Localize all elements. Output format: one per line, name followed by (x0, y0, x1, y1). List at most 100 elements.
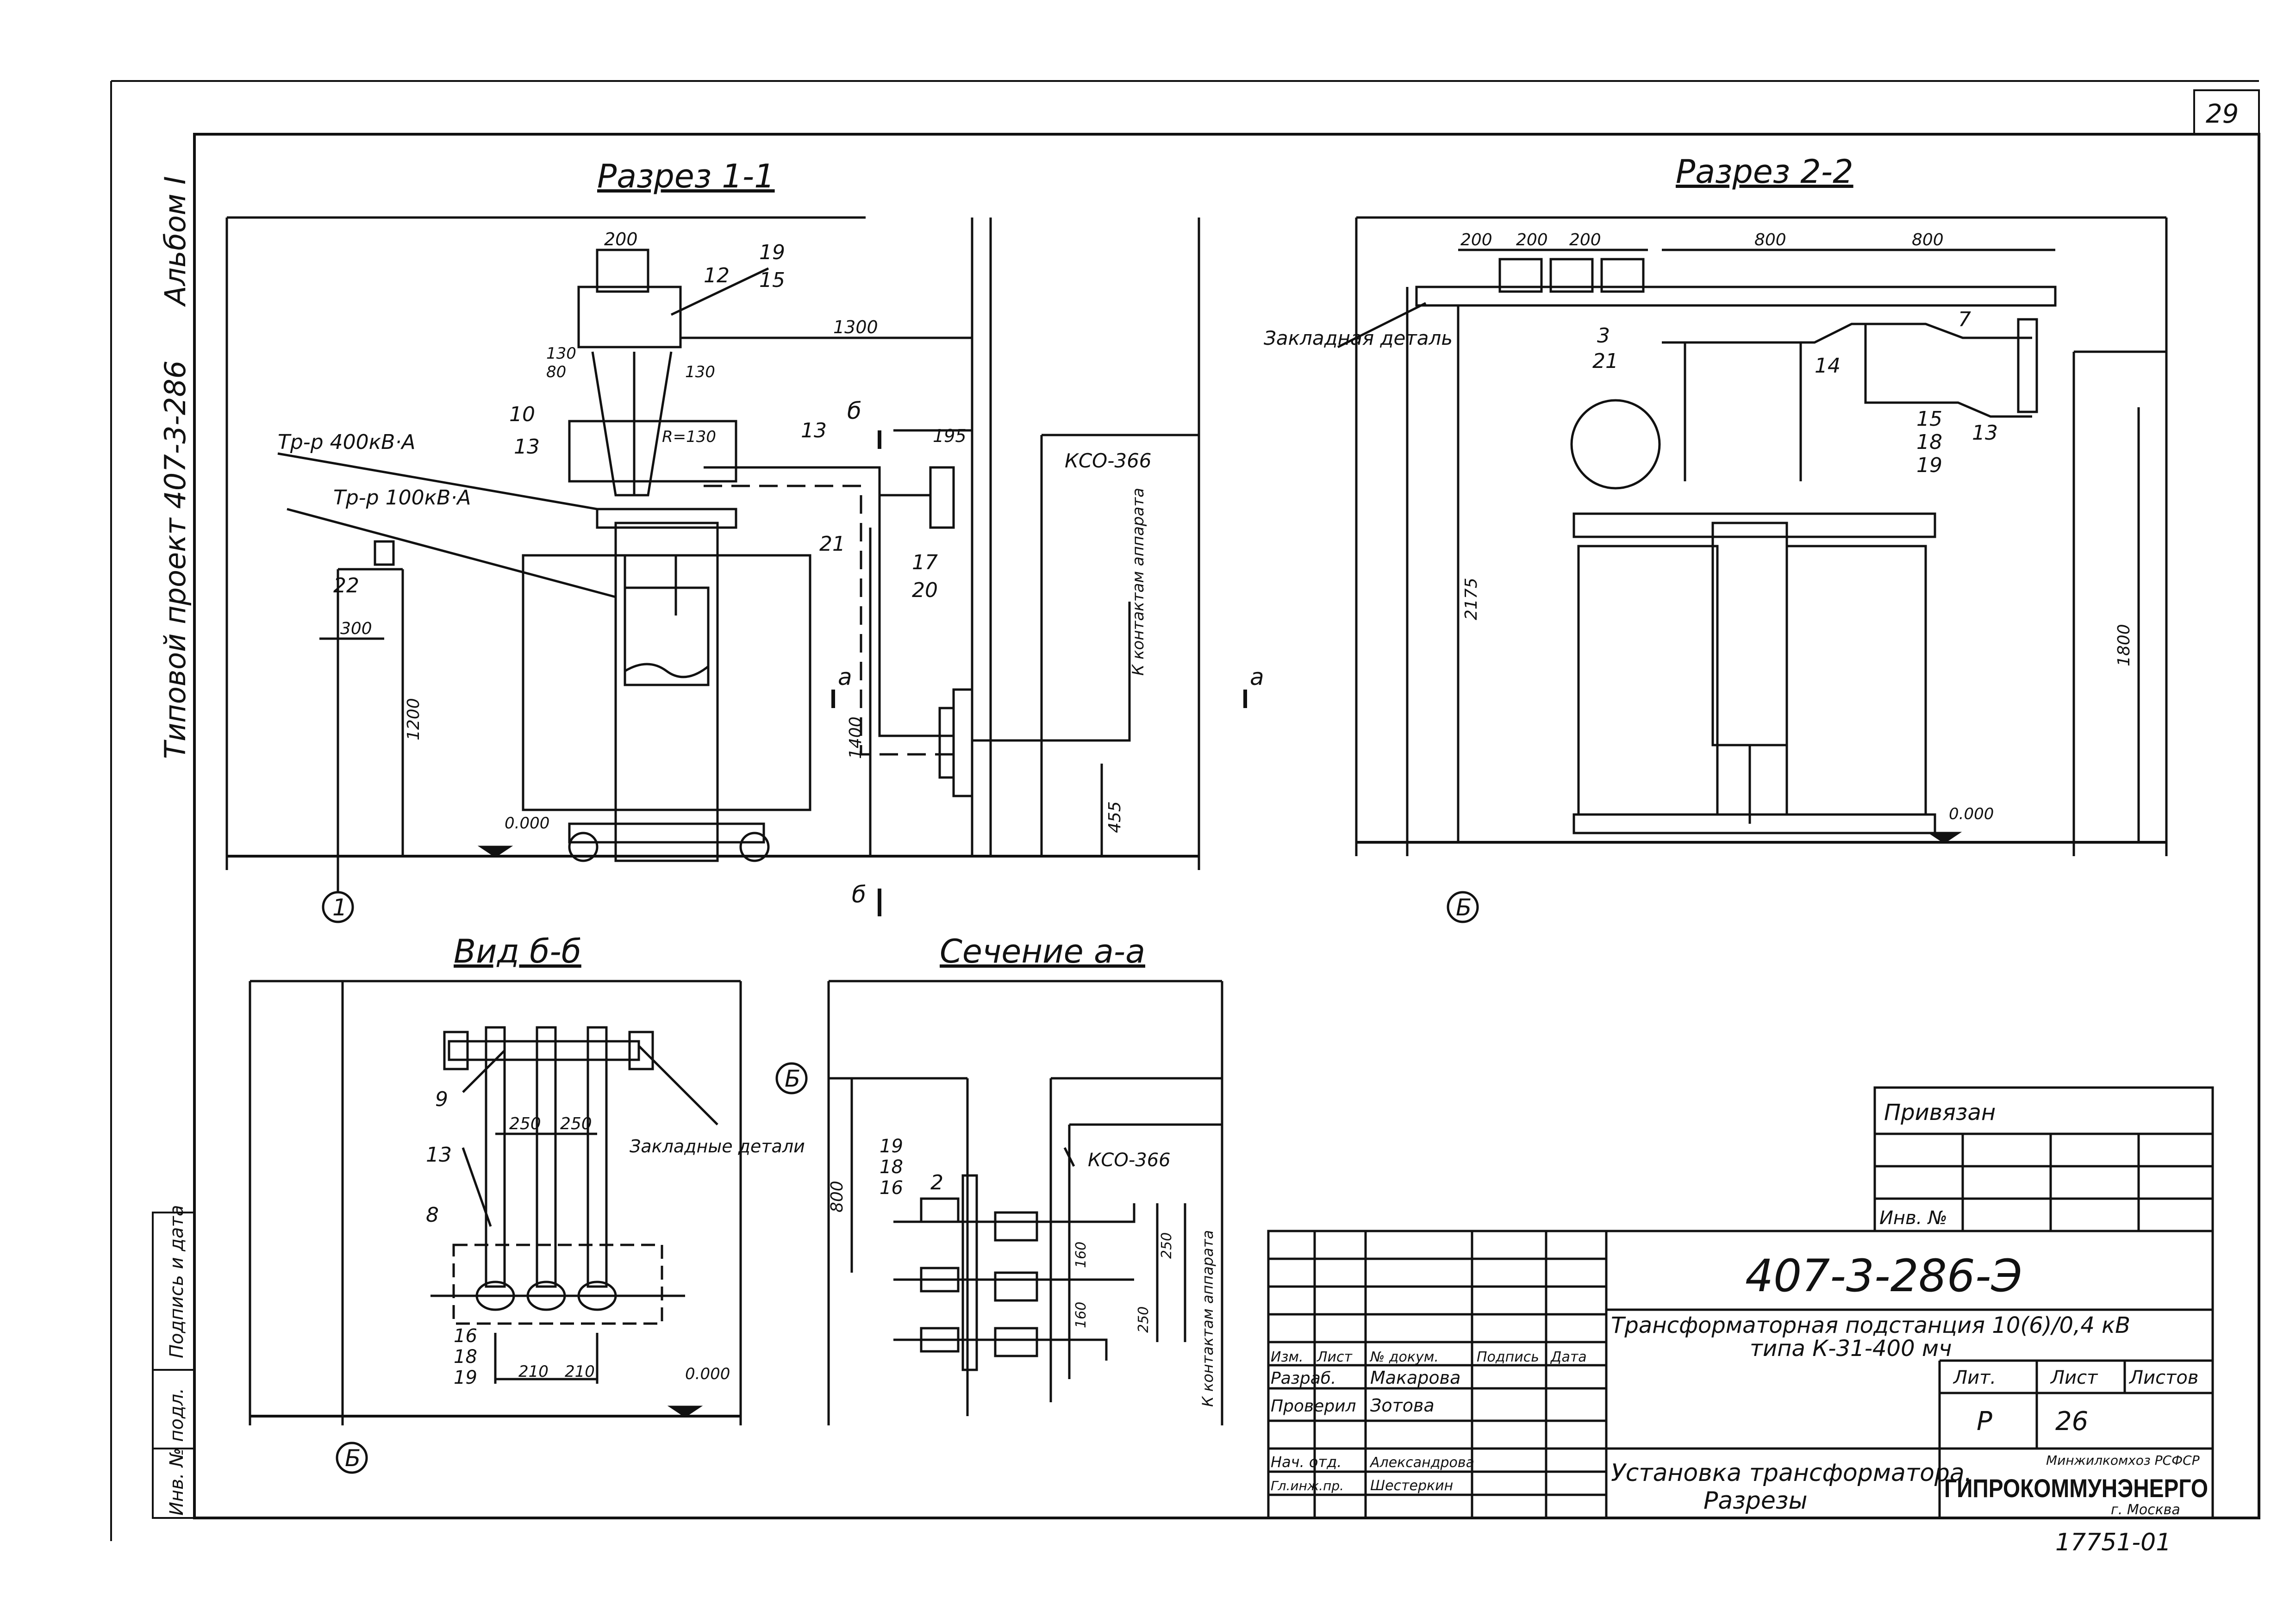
axis-marker-b-s22 (1447, 891, 1479, 923)
dim-250-saa-a: 250 (1159, 1232, 1175, 1259)
label-15: 15 (759, 268, 785, 292)
dim-210-a: 210 (518, 1362, 549, 1381)
label-21-s22: 21 (1592, 349, 1618, 373)
label-7: 7 (1958, 308, 1971, 331)
label-embedded-parts: Закладные детали (630, 1136, 805, 1157)
section-a-a-title: Сечение а-а (940, 933, 1145, 970)
tb-description-1: Трансформаторная подстанция 10(6)/0,4 кВ (1611, 1312, 2130, 1338)
view-b-b-title: Вид б-б (454, 933, 581, 970)
label-2: 2 (930, 1171, 943, 1194)
dim-250-saa-b: 250 (1136, 1306, 1152, 1333)
axis-marker-b-vbb (336, 1442, 368, 1474)
title-block (1267, 1086, 2214, 1519)
tb-sheets-label: Листов (2128, 1367, 2198, 1388)
axis-b-saa-label: Б (785, 1065, 800, 1092)
marker-b-bottom: б (852, 881, 866, 908)
marker-a-left: а (838, 664, 852, 690)
label-kso-366: КСО-366 (1065, 449, 1152, 472)
left-stamp-inv: Инв. № подл. (166, 1388, 187, 1516)
axis-marker-1 (322, 891, 354, 923)
dim-1200: 1200 (404, 698, 423, 740)
section-1-1: Разрез 1-1 (225, 157, 1264, 923)
label-13-s22: 13 (1972, 421, 1998, 445)
dim-160-b: 160 (1073, 1302, 1089, 1328)
dim-200-3: 200 (1569, 230, 1601, 249)
dim-2175: 2175 (1462, 578, 1481, 620)
axis-marker-b-saa (775, 1062, 808, 1094)
tb-role-razrab: Разраб. (1271, 1369, 1336, 1388)
label-12: 12 (704, 264, 730, 287)
tb-sheet-title-1: Установка трансформатора. (1611, 1459, 1972, 1487)
label-19-saa: 19 (880, 1136, 903, 1157)
tb-description-2: типа К-31-400 мч (1750, 1336, 1952, 1362)
tb-lit-value: Р (1977, 1406, 1992, 1436)
label-19-s22: 19 (1916, 454, 1942, 477)
label-kso-366-saa: КСО-366 (1088, 1150, 1171, 1171)
tb-col-list: Лист (1316, 1349, 1353, 1365)
tb-ministry: Минжилкомхоз РСФСР (2046, 1453, 2200, 1468)
label-embedded-part: Закладная деталь (1264, 327, 1453, 349)
label-13b: 13 (801, 419, 827, 442)
tb-col-date: Дата (1550, 1349, 1587, 1365)
dim-800-1: 800 (1754, 230, 1786, 249)
dim-800-2: 800 (1912, 230, 1944, 249)
tb-col-sign: Подпись (1477, 1349, 1539, 1365)
label-18-s22: 18 (1916, 430, 1942, 454)
label-22: 22 (333, 574, 359, 597)
label-18: 18 (454, 1346, 477, 1368)
tb-sheet-label: Лист (2050, 1367, 2098, 1388)
tb-city: г. Москва (2111, 1502, 2180, 1518)
marker-a-right: а (1250, 664, 1264, 690)
page-number: 29 (2206, 99, 2239, 129)
left-stamp-sign-date: Подпись и дата (166, 1205, 187, 1358)
dim-455: 455 (1105, 801, 1124, 833)
dim-1800: 1800 (2115, 624, 2134, 666)
tb-name-proveril: Зотова (1370, 1395, 1435, 1416)
marker-b-top: б (847, 398, 861, 424)
label-tr-100: Тр-р 100кВ·А (333, 486, 471, 510)
level-0-s11: 0.000 (505, 814, 549, 833)
tb-col-docno: № докум. (1369, 1349, 1439, 1365)
label-17: 17 (912, 551, 938, 574)
level-0-vbb: 0.000 (685, 1365, 730, 1383)
dim-800-saa: 800 (828, 1181, 847, 1213)
label-to-apparatus-saa: К контактам аппарата (1199, 1230, 1217, 1407)
label-10: 10 (509, 403, 535, 426)
section-2-2-title: Разрез 2-2 (1676, 153, 1853, 191)
album-label: Альбом I (158, 176, 192, 307)
dim-210-b: 210 (565, 1362, 595, 1381)
project-side-label: Типовой проект 407-3-286 (158, 361, 192, 759)
tb-role-nach-otd: Нач. отд. (1271, 1453, 1341, 1471)
dim-r130: R=130 (662, 428, 716, 446)
label-to-apparatus: К контактам аппарата (1129, 488, 1148, 676)
tb-lit-label: Лит. (1953, 1367, 1996, 1388)
dim-130a: 130 (546, 344, 576, 363)
archive-number: 17751-01 (2055, 1529, 2171, 1556)
dim-200-top: 200 (604, 229, 638, 249)
label-20: 20 (912, 578, 938, 602)
section-1-1-title: Разрез 1-1 (597, 157, 775, 195)
label-18-saa: 18 (880, 1157, 903, 1178)
tb-role-proveril: Проверил (1271, 1397, 1356, 1416)
dim-200-2: 200 (1516, 230, 1548, 249)
label-14: 14 (1815, 354, 1841, 378)
tb-name-gl-inzh: Шестеркин (1370, 1478, 1453, 1494)
label-8: 8 (426, 1203, 439, 1227)
view-b-b: Вид б-б (249, 933, 805, 1474)
dim-160-a: 160 (1073, 1242, 1089, 1268)
dim-300: 300 (340, 619, 372, 638)
dim-250-a: 250 (509, 1114, 541, 1133)
label-9: 9 (435, 1088, 448, 1111)
label-16-saa: 16 (880, 1177, 903, 1199)
label-3: 3 (1597, 324, 1610, 348)
label-15-s22: 15 (1916, 407, 1942, 431)
label-16: 16 (454, 1325, 477, 1347)
dim-250-b: 250 (560, 1114, 592, 1133)
level-0-s22: 0.000 (1949, 805, 1994, 823)
axis-b-s22-label: Б (1456, 894, 1472, 921)
left-stamp (152, 1212, 195, 1519)
label-19: 19 (454, 1367, 477, 1388)
tb-sheet-value: 26 (2055, 1406, 2088, 1436)
label-19: 19 (759, 241, 785, 264)
section-a-a: Сечение а-а Б 19 18 16 (775, 933, 1223, 1425)
